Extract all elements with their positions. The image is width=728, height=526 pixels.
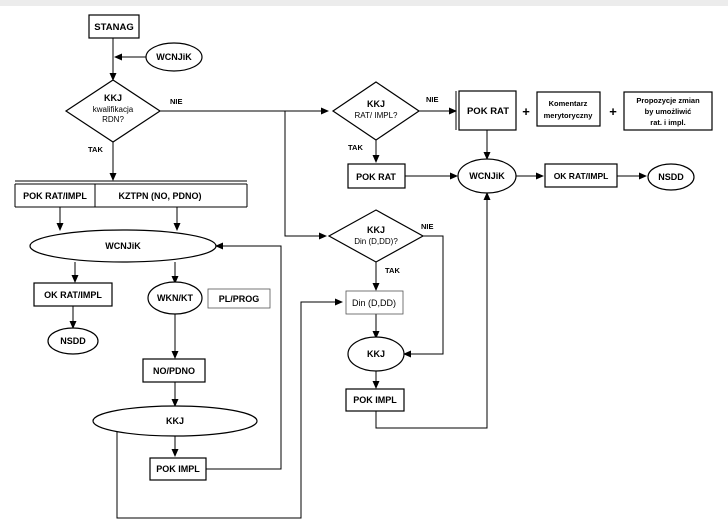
propozycje-node: Propozycje zmian by umożliwić rat. i imp… <box>623 91 713 131</box>
d1-line2: RDN? <box>102 115 124 124</box>
komentarz-line2: merytoryczny <box>544 111 594 120</box>
propozycje-line3: rat. i impl. <box>650 118 685 127</box>
d1-line1: kwalifikacja <box>93 105 134 114</box>
nsdd-left-node: NSDD <box>47 327 99 355</box>
komentarz-node: Komentarz merytoryczny <box>536 91 601 127</box>
wcnjik-right-node: WCNJiK <box>457 158 517 194</box>
top-bar <box>0 0 728 6</box>
stanag-node: STANAG <box>88 14 140 39</box>
connectors <box>56 38 647 519</box>
nsdd-right-label: NSDD <box>658 172 684 182</box>
d1-title: KKJ <box>104 93 122 103</box>
ok-rat-impl-right-node: OK RAT/IMPL <box>544 163 618 188</box>
din-node: Din (D,DD) <box>345 290 404 315</box>
d1-nie-label: NIE <box>170 97 183 106</box>
wcnjik-top-node: WCNJiK <box>145 42 203 72</box>
d3-title: KKJ <box>367 225 385 235</box>
ok-rat-impl-right-label: OK RAT/IMPL <box>554 171 609 181</box>
d1-tak-label: TAK <box>88 145 103 154</box>
d2-tak-label: TAK <box>348 143 363 152</box>
no-pdno-node: NO/PDNO <box>142 358 206 383</box>
ok-rat-impl-left-label: OK RAT/IMPL <box>44 290 102 300</box>
edge-kkj-din <box>116 298 343 519</box>
edge-to-d3 <box>284 111 327 240</box>
nsdd-right-node: NSDD <box>647 163 695 191</box>
pok-impl-right-label: POK IMPL <box>353 395 397 405</box>
plus-sign-2: + <box>609 104 617 119</box>
d2-line1: RAT/ IMPL? <box>355 111 399 120</box>
d2-title: KKJ <box>367 99 385 109</box>
propozycje-line2: by umożliwić <box>645 107 692 116</box>
stanag-label: STANAG <box>94 22 133 33</box>
pok-impl-right-node: POK IMPL <box>345 388 405 412</box>
no-pdno-label: NO/PDNO <box>153 366 195 376</box>
plus-sign-1: + <box>522 104 530 119</box>
kkj-left-label: KKJ <box>166 416 184 426</box>
decision-kwalifikacja: KKJ kwalifikacja RDN? <box>64 79 162 143</box>
nsdd-left-label: NSDD <box>60 336 86 346</box>
kztpn-label: KZTPN (NO, PDNO) <box>119 191 202 201</box>
pok-rat-mid-label: POK RAT <box>356 172 396 182</box>
kkj-right-label: KKJ <box>367 349 385 359</box>
d3-line1: Din (D,DD)? <box>354 237 398 246</box>
wcnjik-left-node: WCNJiK <box>29 229 217 263</box>
d2-nie-label: NIE <box>426 95 439 104</box>
pok-rat-impl-left-label: POK RAT/IMPL <box>23 191 87 201</box>
ok-rat-impl-left-node: OK RAT/IMPL <box>33 282 113 307</box>
pok-impl-left-label: POK IMPL <box>156 464 200 474</box>
wcnjik-left-label: WCNJiK <box>105 241 141 251</box>
komentarz-line1: Komentarz <box>549 99 588 108</box>
wcnjik-top-label: WCNJiK <box>156 52 192 62</box>
kkj-right-node: KKJ <box>347 336 405 372</box>
pl-prog-label: PL/PROG <box>219 294 260 304</box>
edge-d3-nie <box>403 235 444 358</box>
din-label: Din (D,DD) <box>352 298 396 308</box>
pok-impl-left-node: POK IMPL <box>149 457 207 481</box>
edge-pokimplright-loop <box>375 192 491 429</box>
wkn-kt-node: WKN/KT <box>147 281 203 315</box>
wcnjik-right-label: WCNJiK <box>469 171 505 181</box>
pok-rat-mid-node: POK RAT <box>347 163 406 189</box>
decision-rat-impl: KKJ RAT/ IMPL? <box>331 81 421 141</box>
pok-rat-top-label: POK RAT <box>467 106 509 117</box>
edge-pokimpl-loop <box>206 242 282 470</box>
pl-prog-node: PL/PROG <box>207 288 271 309</box>
decision-din: KKJ Din (D,DD)? <box>327 209 425 263</box>
d3-tak-label: TAK <box>385 266 400 275</box>
propozycje-line1: Propozycje zmian <box>636 96 700 105</box>
wkn-kt-label: WKN/KT <box>157 293 193 303</box>
d3-nie-label: NIE <box>421 222 434 231</box>
pok-rat-impl-kztpn-group: POK RAT/IMPL KZTPN (NO, PDNO) <box>14 180 248 208</box>
kkj-left-node: KKJ <box>92 405 258 437</box>
pok-rat-top-node: POK RAT <box>455 90 517 131</box>
